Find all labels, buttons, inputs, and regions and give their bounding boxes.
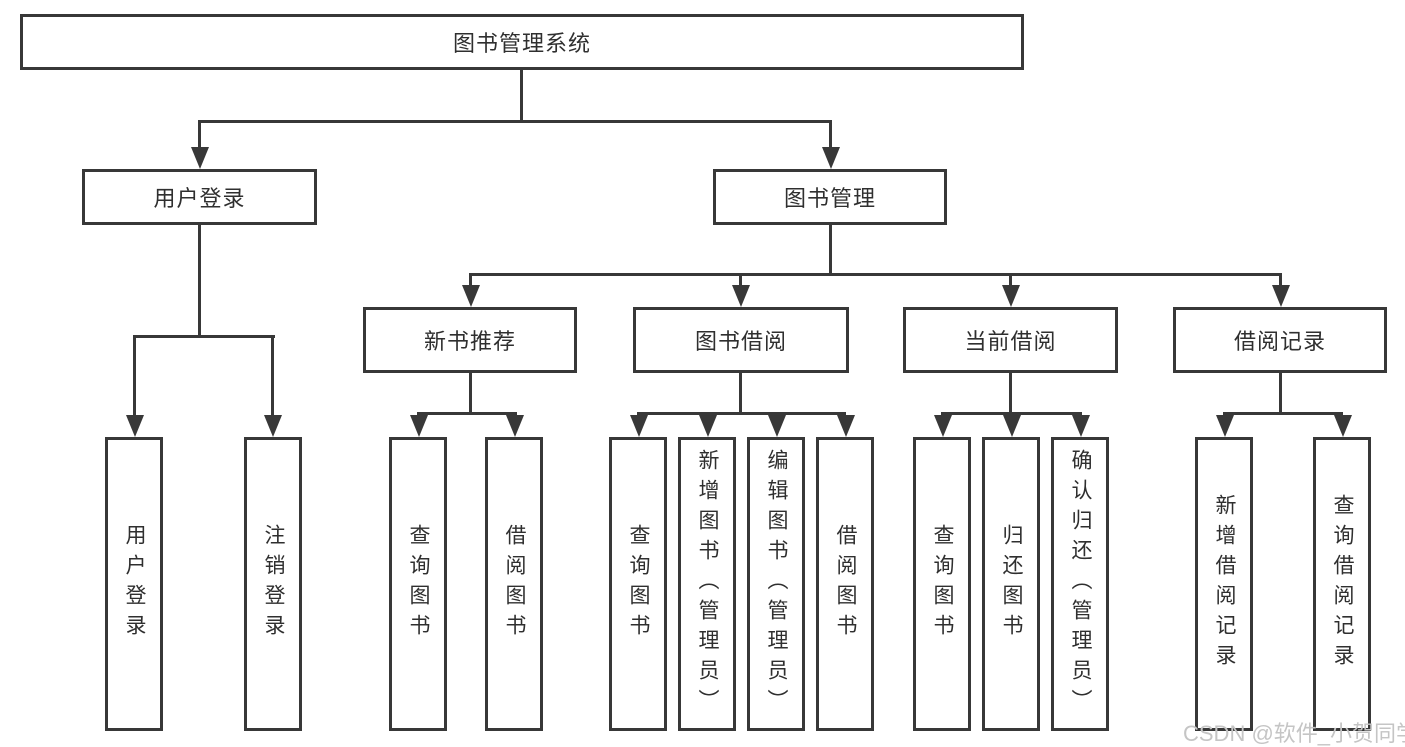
node-label: 图书借阅 — [694, 329, 787, 354]
leaf-label: 新增图书（管理员） — [696, 449, 719, 719]
node-book-borrowing: 图书借阅 — [633, 307, 849, 373]
connector-book-mgmt-stem — [829, 225, 832, 275]
arrowhead-current-borrow — [1002, 285, 1020, 307]
arrowhead-leaf — [768, 415, 786, 437]
connector-recommend-stem — [469, 373, 472, 414]
leaf-borrow-books-recommend: 借阅图书 — [485, 437, 543, 731]
connector-borrow-rail — [637, 412, 846, 415]
arrowhead-leaf — [126, 415, 144, 437]
leaf-return-book: 归还图书 — [982, 437, 1040, 731]
connector-level3-rail — [469, 273, 1281, 276]
leaf-label: 注销登录 — [262, 524, 285, 644]
connector-root-stem — [520, 70, 523, 122]
arrowhead-borrow-records — [1272, 285, 1290, 307]
leaf-borrow-books-borrow: 借阅图书 — [816, 437, 874, 731]
node-label: 图书管理系统 — [452, 31, 591, 56]
connector-book-mgmt-drop — [829, 120, 832, 148]
arrowhead-leaf — [1334, 415, 1352, 437]
connector-borrow-stem — [739, 373, 742, 414]
connector-user-login-drop — [198, 120, 201, 148]
arrowhead-leaf — [699, 415, 717, 437]
connector-recommend-rail — [417, 412, 517, 415]
leaf-label: 借阅图书 — [503, 524, 526, 644]
connector-level2-rail — [198, 120, 832, 123]
arrowhead-leaf — [1216, 415, 1234, 437]
arrowhead-user-login — [191, 147, 209, 169]
arrowhead-leaf — [1072, 415, 1090, 437]
leaf-label: 查询图书 — [931, 524, 954, 644]
arrowhead-leaf — [837, 415, 855, 437]
leaf-logout: 注销登录 — [244, 437, 302, 731]
leaf-query-borrow-record: 查询借阅记录 — [1313, 437, 1371, 731]
node-library-management-system: 图书管理系统 — [20, 14, 1024, 70]
arrowhead-leaf — [630, 415, 648, 437]
leaf-add-borrow-record: 新增借阅记录 — [1195, 437, 1253, 731]
leaf-user-login: 用户登录 — [105, 437, 163, 731]
node-label: 用户登录 — [153, 186, 246, 211]
connector-leaf-drop — [271, 335, 274, 415]
connector-user-login-stem — [198, 225, 201, 337]
leaf-label: 查询图书 — [627, 524, 650, 644]
arrowhead-leaf — [506, 415, 524, 437]
connector-level3-drop — [469, 273, 472, 287]
connector-level3-drop — [1279, 273, 1282, 287]
connector-current-rail — [941, 412, 1082, 415]
node-label: 图书管理 — [783, 186, 876, 211]
leaf-edit-book-admin: 编辑图书（管理员） — [747, 437, 805, 731]
arrowhead-leaf — [410, 415, 428, 437]
connector-records-rail — [1223, 412, 1343, 415]
leaf-label: 用户登录 — [123, 524, 146, 644]
leaf-label: 编辑图书（管理员） — [765, 449, 788, 719]
node-current-borrowing: 当前借阅 — [903, 307, 1118, 373]
node-label: 借阅记录 — [1233, 329, 1326, 354]
connector-level3-drop — [739, 273, 742, 287]
leaf-label: 查询借阅记录 — [1331, 494, 1354, 674]
connector-level3-drop — [1009, 273, 1012, 287]
node-user-login: 用户登录 — [82, 169, 317, 225]
csdn-watermark: CSDN @软件_小贺同学 — [1183, 721, 1405, 746]
arrowhead-leaf — [1003, 415, 1021, 437]
node-label: 新书推荐 — [423, 329, 516, 354]
leaf-label: 查询图书 — [407, 524, 430, 644]
leaf-query-books-current: 查询图书 — [913, 437, 971, 731]
arrowhead-book-mgmt — [822, 147, 840, 169]
leaf-label: 借阅图书 — [834, 524, 857, 644]
node-new-book-recommendation: 新书推荐 — [363, 307, 577, 373]
leaf-label: 归还图书 — [1000, 524, 1023, 644]
leaf-add-book-admin: 新增图书（管理员） — [678, 437, 736, 731]
arrowhead-book-borrow — [732, 285, 750, 307]
node-book-management: 图书管理 — [713, 169, 947, 225]
arrowhead-new-book — [462, 285, 480, 307]
connector-leaf-drop — [133, 335, 136, 415]
leaf-query-books-recommend: 查询图书 — [389, 437, 447, 731]
leaf-label: 确认归还（管理员） — [1069, 449, 1092, 719]
leaf-confirm-return-admin: 确认归还（管理员） — [1051, 437, 1109, 731]
connector-records-stem — [1279, 373, 1282, 414]
node-label: 当前借阅 — [964, 329, 1057, 354]
arrowhead-leaf — [264, 415, 282, 437]
arrowhead-leaf — [934, 415, 952, 437]
leaf-label: 新增借阅记录 — [1213, 494, 1236, 674]
connector-user-login-rail — [133, 335, 275, 338]
leaf-query-books-borrow: 查询图书 — [609, 437, 667, 731]
connector-current-stem — [1009, 373, 1012, 414]
node-borrowing-records: 借阅记录 — [1173, 307, 1387, 373]
